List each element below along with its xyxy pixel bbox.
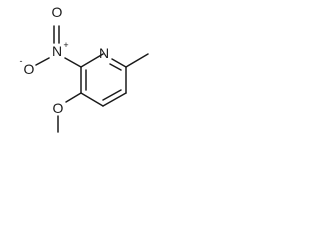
nitro-nitrogen-label: N [52, 43, 62, 59]
pyridine-ring [80, 53, 127, 107]
nitro-nitrogen-charge: + [63, 40, 68, 50]
bond-nitro-o-left [35, 57, 50, 66]
bond-methyl [125, 53, 149, 68]
bond-c4-c5-inner [102, 89, 122, 101]
bond-c2-nitro [64, 57, 82, 68]
bond-c3-c4 [80, 92, 104, 107]
methoxy-oxygen-label: O [53, 100, 64, 116]
bond-c6-n1-outer [111, 58, 127, 68]
chemical-structure: N N + O O - O [20, 4, 149, 133]
bond-c3-o [65, 92, 82, 103]
nitro-oxygen-top-label: O [52, 4, 63, 20]
bond-c4-c5-outer [102, 92, 127, 107]
bond-n1-c2 [80, 53, 104, 68]
nitro-oxygen-left-label: O [24, 61, 35, 77]
bond-c6-n1-inner [109, 63, 122, 71]
methoxy-group [57, 92, 82, 133]
nitro-group [35, 25, 82, 68]
ring-nitrogen-label: N [99, 45, 109, 61]
nitro-oxygen-charge: - [20, 56, 23, 66]
